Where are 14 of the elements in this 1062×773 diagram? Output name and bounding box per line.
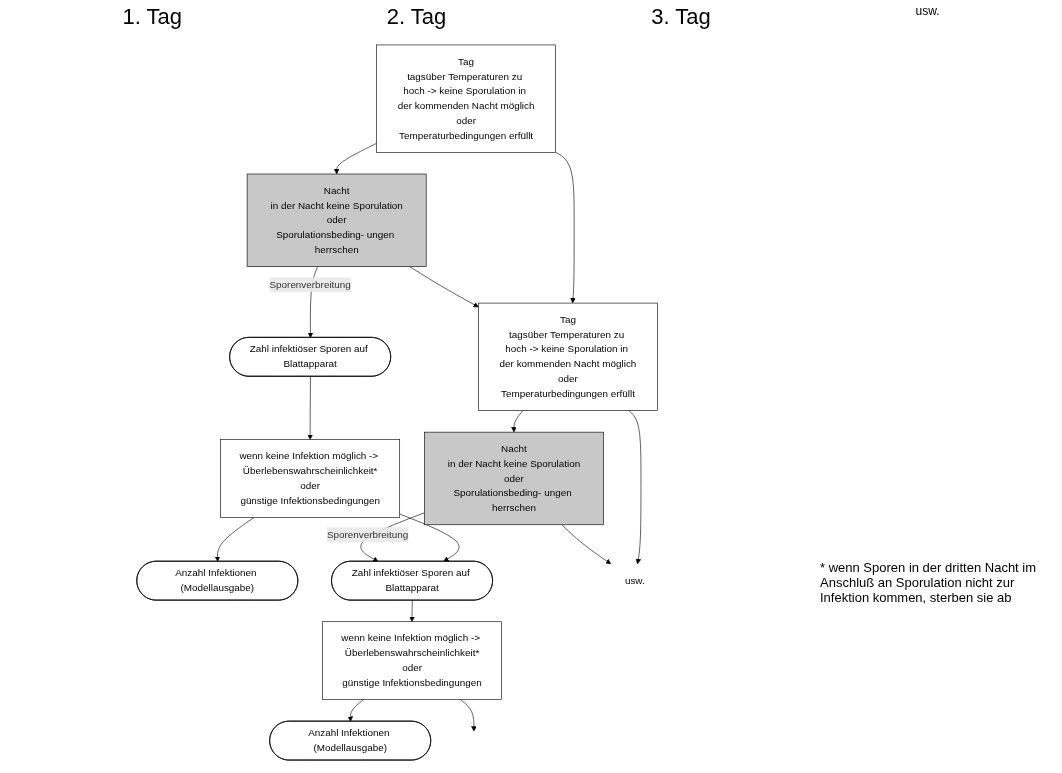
node-box: Nacht in der Nacht keine Sporulation oder Sporulationsbeding- ungen herrschen [424,431,604,526]
column-heading: 2. Tag [386,4,447,31]
footnote: * wenn Sporen in der dritten Nacht im Anschluß an Sporulation nicht zur Infektion kommen, sterben sie ab [820,560,1037,605]
edge-label: Sporenverbreitung [269,279,351,290]
column-heading: 1. Tag [122,4,182,31]
continuation-note: usw. [915,4,940,20]
node-text: usw. [624,575,645,586]
node-box: Tag tagsüber Temperaturen zu hoch -> keine Sporulation in der kommenden Nacht möglich oder Temperaturbedingungen erfüllt [478,302,658,411]
edge-label: Sporenverbreitung [326,529,409,540]
node-box: wenn keine Infektion möglich -> Überlebenswahrscheinlichkeit* oder günstige Infektionsbedingungen [220,439,400,518]
node-box: Nacht in der Nacht keine Sporulation oder Sporulationsbeding- ungen herrschen [246,173,427,267]
node-box: wenn keine Infektion möglich -> Überlebenswahrscheinlichkeit* oder günstige Infektionsbedingungen [322,621,502,700]
column-heading: 3. Tag [651,4,711,31]
node-box: Tag tagsüber Temperaturen zu hoch -> keine Sporulation in der kommenden Nacht möglich oder Temperaturbedingungen erfüllt [376,44,556,153]
